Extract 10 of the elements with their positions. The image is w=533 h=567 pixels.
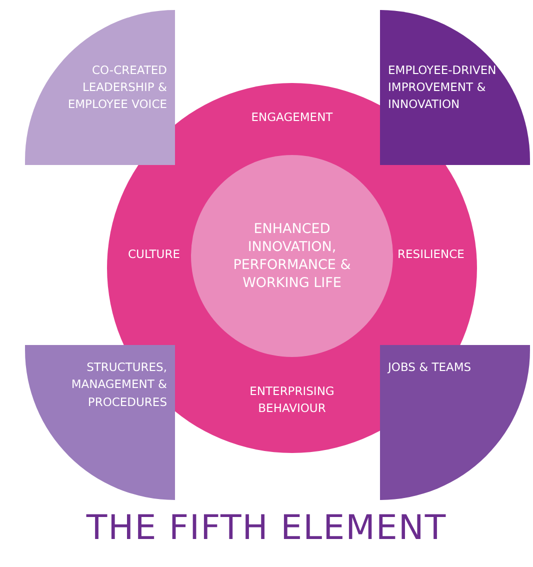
panel-label: STRUCTURES, MANAGEMENT & PROCEDURES — [70, 359, 167, 410]
circle-label: RESILIENCE — [396, 246, 466, 263]
panel-label: CO-CREATED LEADERSHIP & EMPLOYEE VOICE — [66, 62, 167, 114]
panel-label: EMPLOYEE-DRIVEN IMPROVEMENT & INNOVATION — [388, 62, 498, 114]
circle-label: ENGAGEMENT — [250, 109, 334, 126]
circle-label: CULTURE — [127, 246, 181, 263]
circle-label: ENTERPRISING BEHAVIOUR — [248, 383, 336, 416]
panel-label: JOBS & TEAMS — [388, 359, 472, 376]
center-label: ENHANCED INNOVATION, PERFORMANCE & WORKING LIFE — [232, 220, 352, 292]
title: THE FIFTH ELEMENT — [85, 508, 448, 548]
